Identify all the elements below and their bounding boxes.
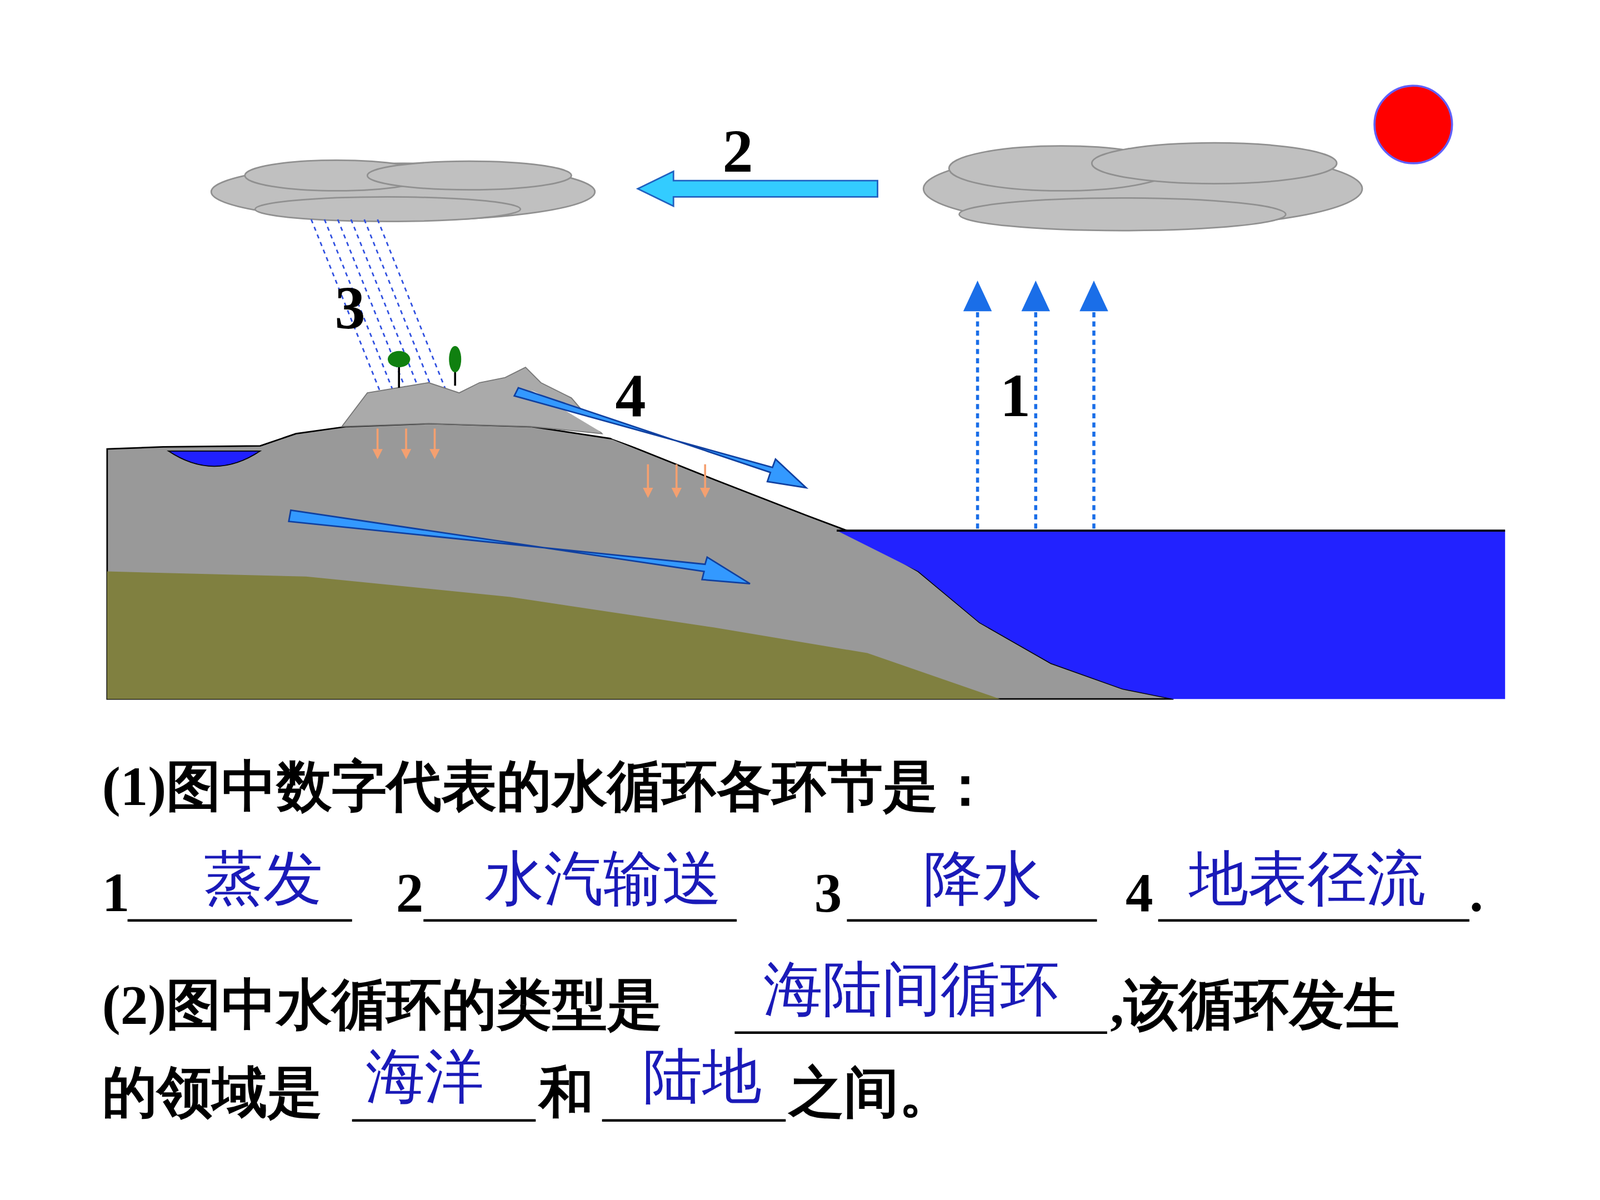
vapor-transport-arrow [637,171,878,207]
callout-number: 3 [334,277,365,339]
lake [168,451,260,467]
tree [387,346,462,388]
callout-number: 4 [615,365,647,427]
blank-number: 2 [396,865,424,921]
answer-text: 地表径流 [1188,848,1426,909]
sun [1374,85,1453,164]
answer-text: 蒸发 [203,848,323,909]
infiltration-arrows [377,428,706,493]
question-text: (2)图中水循环的类型是 [102,977,663,1033]
sea [836,530,1505,699]
question-text: ,该循环发生 [1110,977,1400,1033]
groundwater-arrow [288,510,750,584]
answer-text: 陆地 [642,1046,762,1107]
evaporation-arrows [977,306,1094,529]
answer-text: 降水 [923,848,1042,909]
mountain [341,367,602,434]
question-text: (1)图中数字代表的水循环各环节是： [102,759,993,815]
blank-number: 4 [1125,865,1154,921]
answer-text: 水汽输送 [484,848,722,909]
callout-number: 2 [722,120,753,182]
punctuation: . [1469,865,1484,921]
cloud-right [923,142,1363,231]
blank-number: 3 [814,865,843,921]
sea-surface [836,529,1505,532]
question-text: 的领域是 [102,1065,323,1121]
evaporation-arrowheads [963,280,1109,312]
callout-number: 1 [1000,365,1031,427]
answer-text: 海陆间循环 [763,959,1060,1019]
cloud-left [211,160,595,222]
question-text: 之间。 [788,1065,955,1121]
question-text: 和 [538,1065,594,1121]
blank-number: 1 [102,865,130,921]
surface-runoff-arrow [514,387,807,488]
answer-text: 海洋 [365,1046,484,1107]
bedrock [107,571,1000,700]
